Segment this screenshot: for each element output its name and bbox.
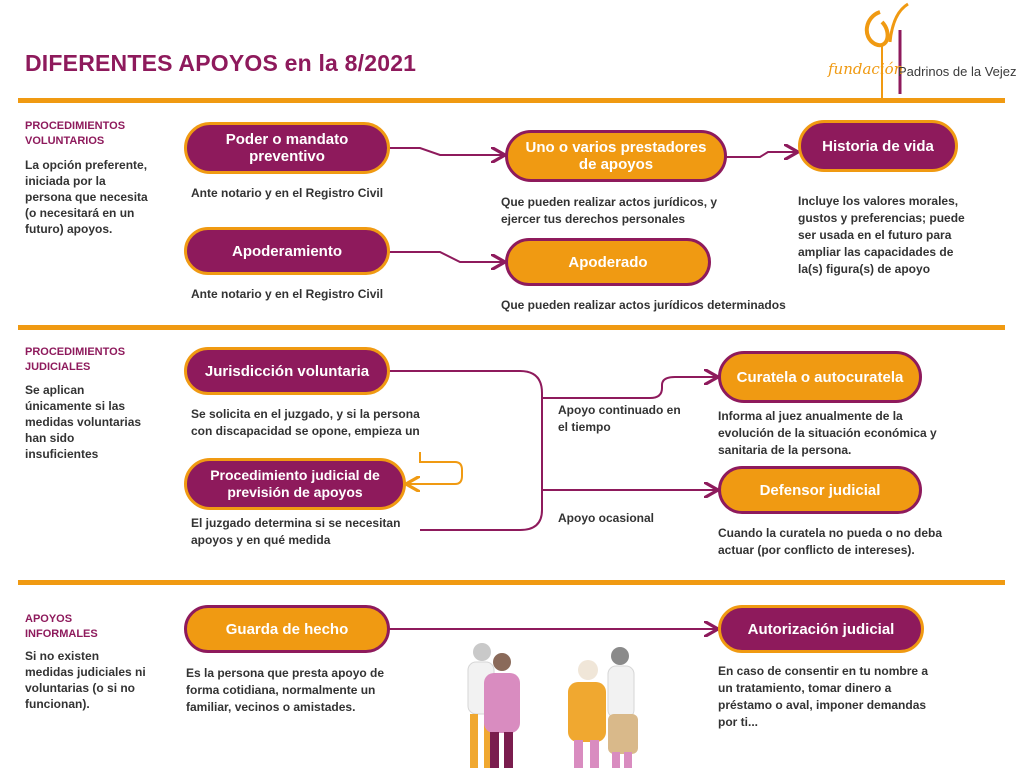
branch-label-ocasional: Apoyo ocasional xyxy=(558,511,655,525)
divider-bottom xyxy=(18,580,1005,585)
section-informales-title-line2: INFORMALES xyxy=(25,628,98,640)
node-poder-desc: Ante notario y en el Registro Civil xyxy=(191,186,384,200)
node-procedimiento: Procedimiento judicial de previsión de a… xyxy=(184,458,406,510)
node-poder: Poder o mandato preventivo xyxy=(184,122,390,174)
node-curatela: Curatela o autocuratela xyxy=(718,351,922,403)
node-historia: Historia de vida xyxy=(798,120,958,172)
section-voluntarios-title-line1: PROCEDIMIENTOS xyxy=(25,120,126,132)
node-procedimiento-desc: El juzgado determina si se necesitan apo… xyxy=(191,516,401,547)
node-defensor: Defensor judicial xyxy=(718,466,922,514)
section-judiciales-desc: Se aplican únicamente si las medidas vol… xyxy=(25,383,142,461)
section-judiciales-title-line2: JUDICIALES xyxy=(25,361,91,373)
section-voluntarios-title-line2: VOLUNTARIOS xyxy=(25,135,105,147)
node-apoderamiento: Apoderamiento xyxy=(184,227,390,275)
node-historia-desc: Incluye los valores morales, gustos y pr… xyxy=(798,194,965,276)
logo-main: Padrinos de la Vejez xyxy=(898,64,1017,79)
connector-jurisdiccion-branch xyxy=(388,370,543,531)
node-defensor-desc: Cuando la curatela no pueda o no deba ac… xyxy=(718,526,943,557)
section-voluntarios-desc: La opción preferente, iniciada por la pe… xyxy=(25,158,148,236)
node-prestadores-desc: Que pueden realizar actos jurídicos, y e… xyxy=(501,195,718,226)
node-apoderado-desc: Que pueden realizar actos jurídicos dete… xyxy=(501,298,786,312)
section-informales-desc: Si no existen medidas judiciales ni volu… xyxy=(25,649,146,711)
section-informales-title-line1: APOYOS xyxy=(25,613,73,625)
connector-apoderamiento-apoderado xyxy=(388,251,503,262)
divider-middle xyxy=(18,325,1005,330)
elderly-people-illustration xyxy=(467,643,638,768)
page-title: DIFERENTES APOYOS en la 8/2021 xyxy=(25,50,417,76)
node-guarda-desc: Es la persona que presta apoyo de forma … xyxy=(186,666,385,714)
logo-script: fundación xyxy=(828,60,904,78)
node-autorizacion: Autorización judicial xyxy=(718,605,924,653)
node-apoderado: Apoderado xyxy=(505,238,711,286)
node-guarda: Guarda de hecho xyxy=(184,605,390,653)
node-prestadores: Uno o varios prestadores de apoyos xyxy=(505,130,727,182)
node-apoderamiento-desc: Ante notario y en el Registro Civil xyxy=(191,287,384,301)
logo: fundación Padrinos de la Vejez xyxy=(820,2,1020,102)
logo-mark-icon xyxy=(864,2,909,100)
divider-top xyxy=(18,98,1005,103)
node-jurisdiccion-desc: Se solicita en el juzgado, y si la perso… xyxy=(191,407,420,438)
node-jurisdiccion: Jurisdicción voluntaria xyxy=(184,347,390,395)
section-informales-title: APOYOS INFORMALES xyxy=(25,612,98,642)
connector-jurisdiccion-procedimiento xyxy=(408,452,463,484)
connector-branch-curatela xyxy=(542,377,716,399)
node-curatela-desc: Informa al juez anualmente de la evoluci… xyxy=(718,409,937,457)
section-judiciales-title: PROCEDIMIENTOS JUDICIALES xyxy=(25,345,125,375)
section-judiciales-title-line1: PROCEDIMIENTOS xyxy=(25,346,126,358)
connector-prestadores-historia xyxy=(726,152,796,157)
node-autorizacion-desc: En caso de consentir en tu nombre a un t… xyxy=(718,664,929,729)
connector-poder-prestadores xyxy=(388,147,503,155)
branch-label-continuado: Apoyo continuado en el tiempo xyxy=(558,403,681,434)
section-voluntarios-title: PROCEDIMIENTOS VOLUNTARIOS xyxy=(25,119,125,149)
